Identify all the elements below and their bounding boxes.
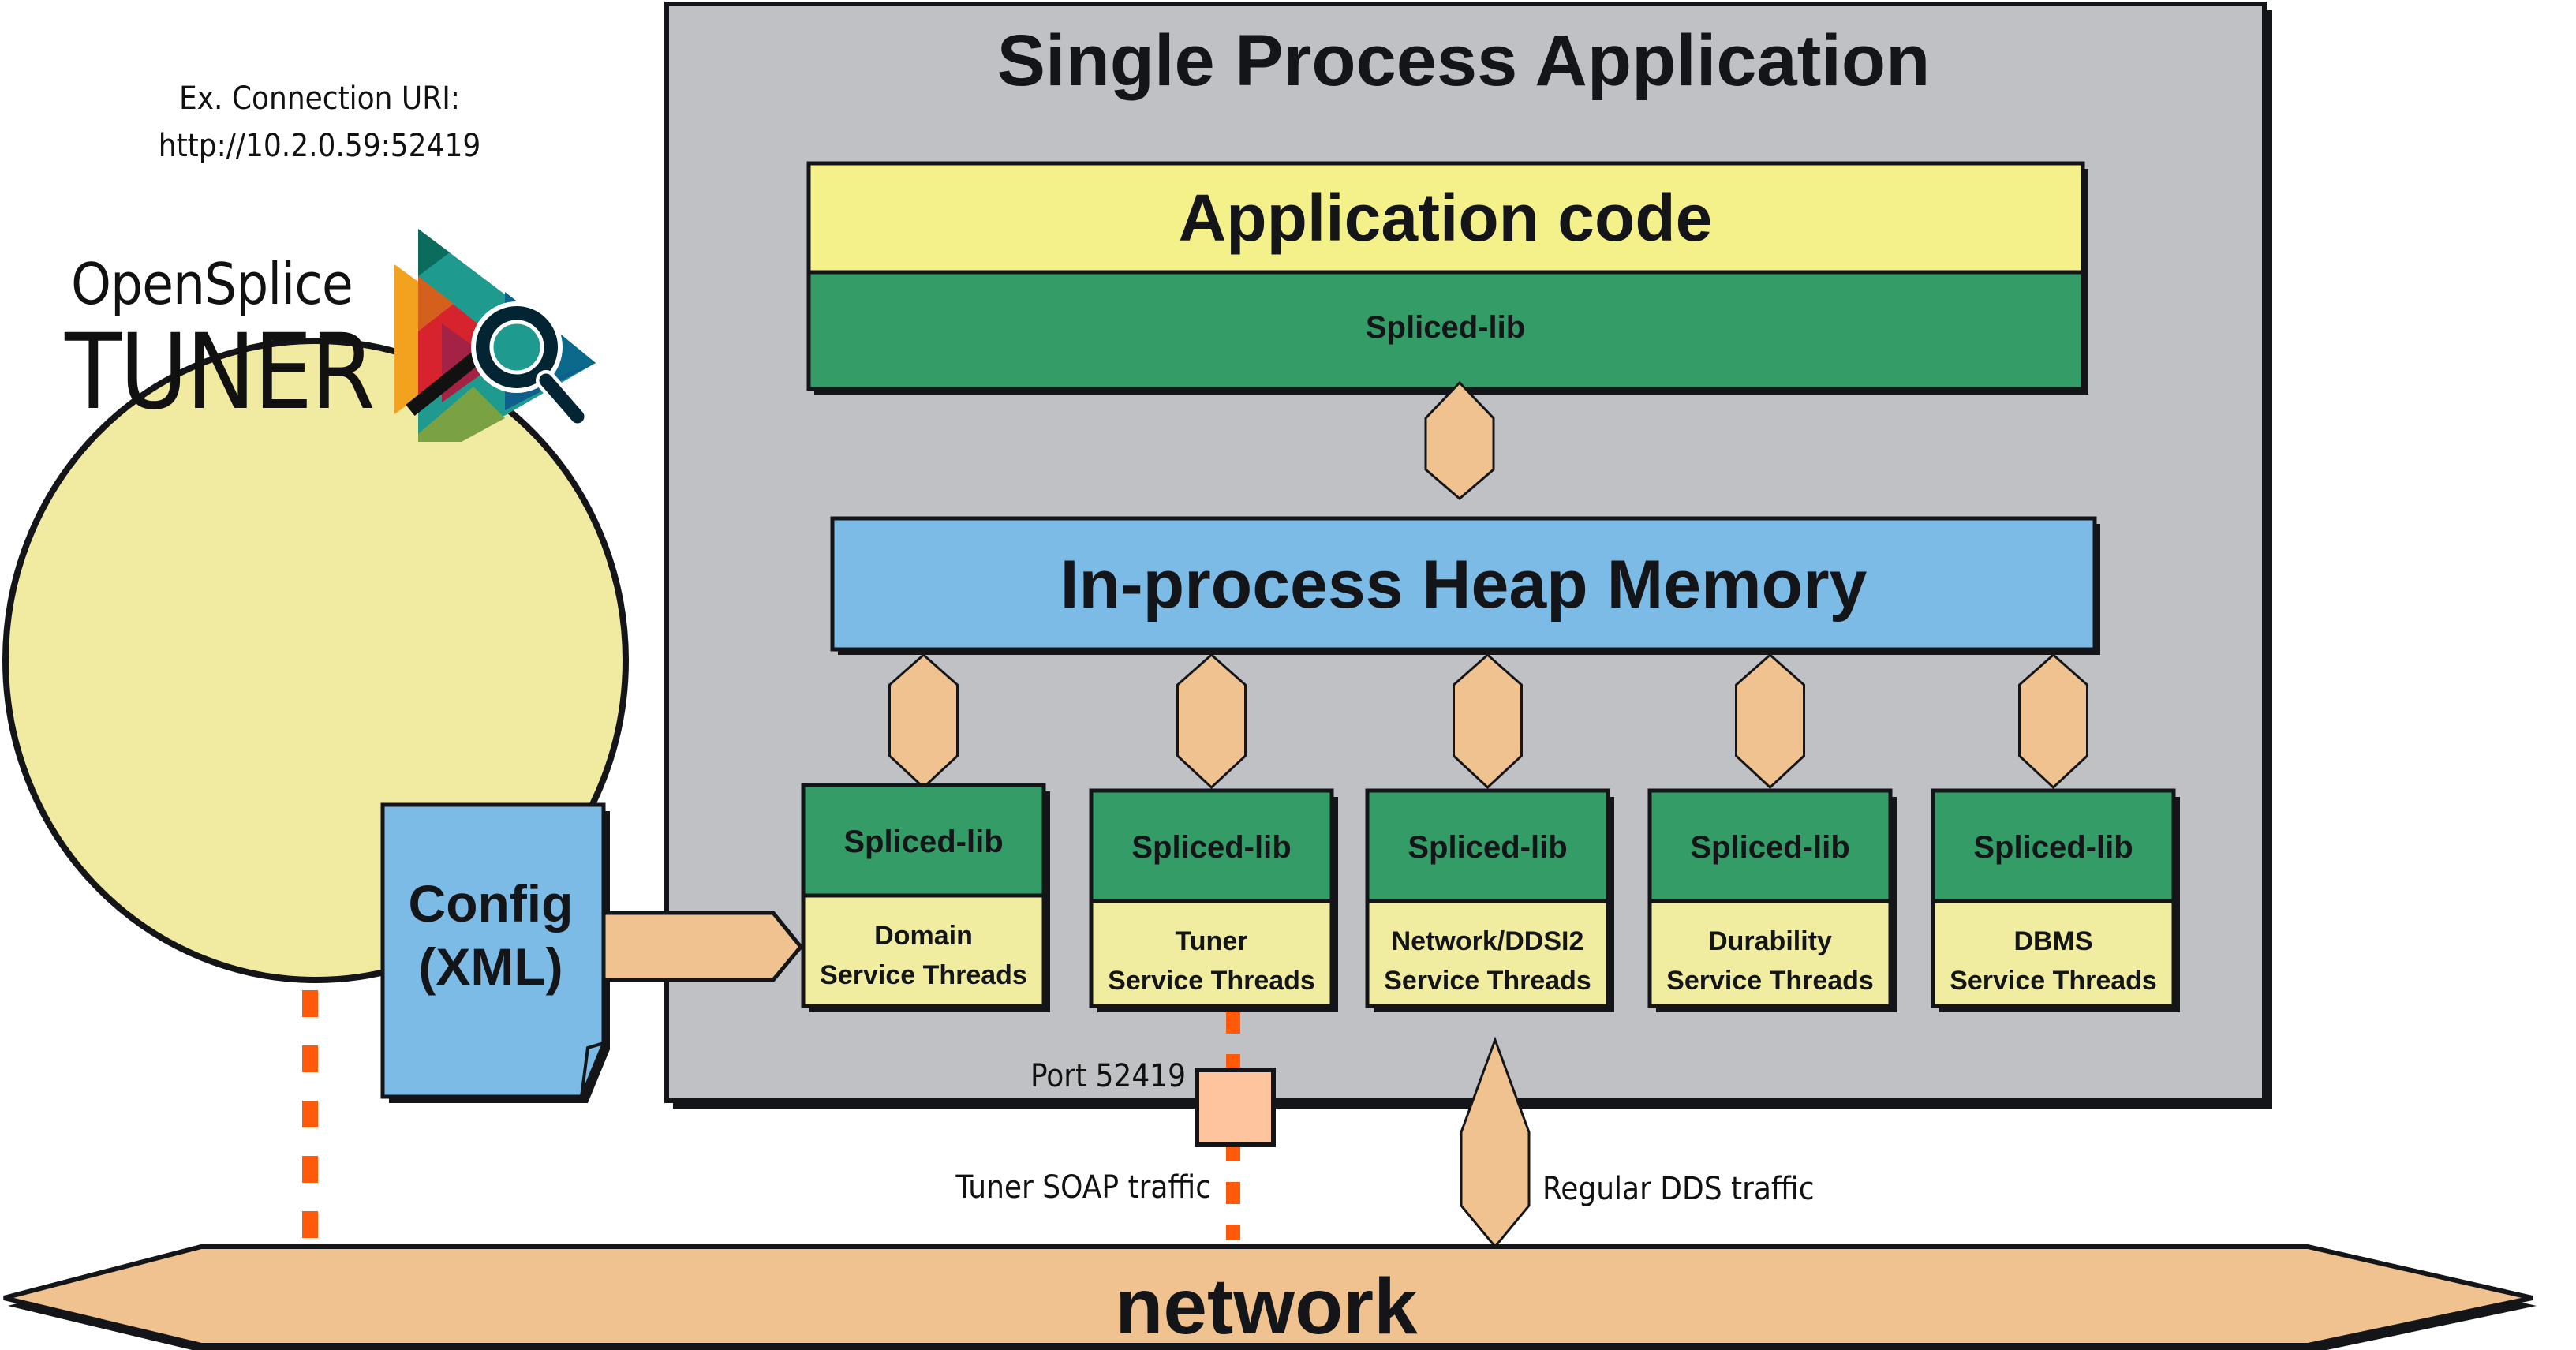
- heap-service-connector: [2018, 653, 2088, 790]
- connection-uri-value[interactable]: http://10.2.0.59:52419: [159, 128, 480, 164]
- connection-uri-label: Ex. Connection URI:: [179, 80, 460, 117]
- port-label: Port 52419: [1030, 1058, 1186, 1094]
- service-lib-label: Spliced-lib: [1973, 830, 2133, 865]
- service-threads-box[interactable]: [1365, 899, 1610, 1008]
- service-threads-box[interactable]: [1931, 899, 2176, 1008]
- service-threads-label: Service Threads: [820, 960, 1027, 990]
- service-threads-label: Service Threads: [1384, 966, 1591, 996]
- service-lib-label: Spliced-lib: [843, 825, 1003, 859]
- config-doc-fold-icon: [580, 1040, 607, 1098]
- network-label: network: [1115, 1262, 1418, 1350]
- service-threads-box[interactable]: [1089, 899, 1334, 1008]
- soap-traffic-label: Tuner SOAP traffic: [955, 1169, 1211, 1206]
- service-lib-label: Spliced-lib: [1131, 830, 1291, 865]
- config-document[interactable]: Config (XML): [380, 802, 610, 1103]
- app-heap-connector: [1424, 380, 1495, 500]
- heap-memory-box[interactable]: [830, 516, 2097, 652]
- service-threads-label: Service Threads: [1666, 966, 1874, 996]
- heap-service-connector: [1453, 653, 1523, 790]
- process-title: Single Process Application: [997, 21, 1931, 101]
- app-code-label: Application code: [1179, 181, 1713, 255]
- service-name-label: Tuner: [1176, 926, 1248, 956]
- service-threads-box[interactable]: [801, 893, 1046, 1008]
- port-box[interactable]: [1195, 1068, 1276, 1147]
- service-name-label: Network/DDSI2: [1392, 926, 1584, 956]
- app-spliced-lib-label: Spliced-lib: [1366, 310, 1525, 345]
- heap-service-connector: [1735, 653, 1805, 790]
- config-to-domain-arrow: [601, 911, 804, 982]
- network-arrow[interactable]: [3, 1244, 2533, 1348]
- service-spliced-lib-box[interactable]: [801, 783, 1046, 898]
- tuner-brand: OpenSplice: [71, 251, 353, 317]
- service-spliced-lib-box[interactable]: [1931, 788, 2176, 903]
- tuner-product: TUNER: [65, 312, 376, 433]
- service-threads-label: Service Threads: [1108, 966, 1315, 996]
- dds-traffic-label: Regular DDS traffic: [1542, 1171, 1815, 1207]
- service-name-label: Durability: [1708, 926, 1832, 956]
- service-lib-label: Spliced-lib: [1408, 830, 1567, 865]
- service-threads-box[interactable]: [1647, 899, 1893, 1008]
- heap-service-connector: [1176, 653, 1247, 790]
- heap-memory-label: In-process Heap Memory: [1060, 547, 1868, 623]
- service-spliced-lib-box[interactable]: [1089, 788, 1334, 903]
- app-spliced-lib-box[interactable]: [806, 270, 2085, 391]
- config-line1: Config: [409, 874, 574, 933]
- service-name-label: DBMS: [2013, 926, 2092, 956]
- service-spliced-lib-box[interactable]: [1647, 788, 1893, 903]
- service-threads-label: Service Threads: [1950, 966, 2157, 996]
- app-code-box[interactable]: [806, 161, 2085, 275]
- magnifier-play-icon: [394, 229, 596, 442]
- service-name-label: Domain: [874, 921, 973, 951]
- config-line2: (XML): [418, 937, 563, 996]
- service-lib-label: Spliced-lib: [1690, 830, 1849, 865]
